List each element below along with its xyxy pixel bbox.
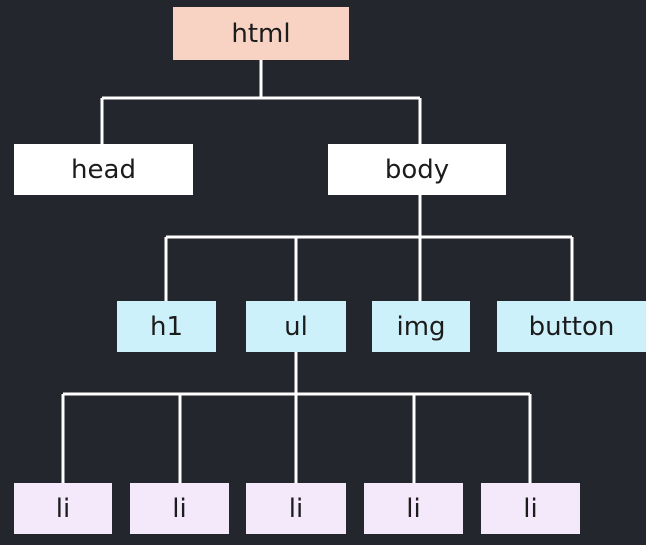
node-html-label: html (231, 18, 291, 49)
node-li-4: li (364, 483, 463, 534)
node-li-5: li (481, 483, 580, 534)
node-li-4-label: li (406, 493, 421, 524)
node-img-label: img (396, 311, 446, 342)
node-img: img (372, 301, 470, 352)
node-body-label: body (384, 154, 450, 185)
node-button: button (497, 301, 646, 352)
node-ul: ul (246, 301, 346, 352)
node-head-label: head (71, 154, 136, 185)
node-body: body (328, 144, 506, 195)
node-li-1: li (14, 483, 112, 534)
node-li-2: li (130, 483, 229, 534)
node-li-3-label: li (288, 493, 304, 524)
node-ul-label: ul (284, 311, 308, 342)
node-h1: h1 (117, 301, 216, 352)
node-li-3: li (246, 483, 346, 534)
node-li-2-label: li (172, 493, 187, 524)
node-li-5-label: li (523, 493, 538, 524)
node-h1-label: h1 (149, 311, 184, 342)
node-button-label: button (528, 311, 615, 342)
node-html: html (173, 7, 349, 60)
node-head: head (14, 144, 193, 195)
node-li-1-label: li (55, 493, 71, 524)
